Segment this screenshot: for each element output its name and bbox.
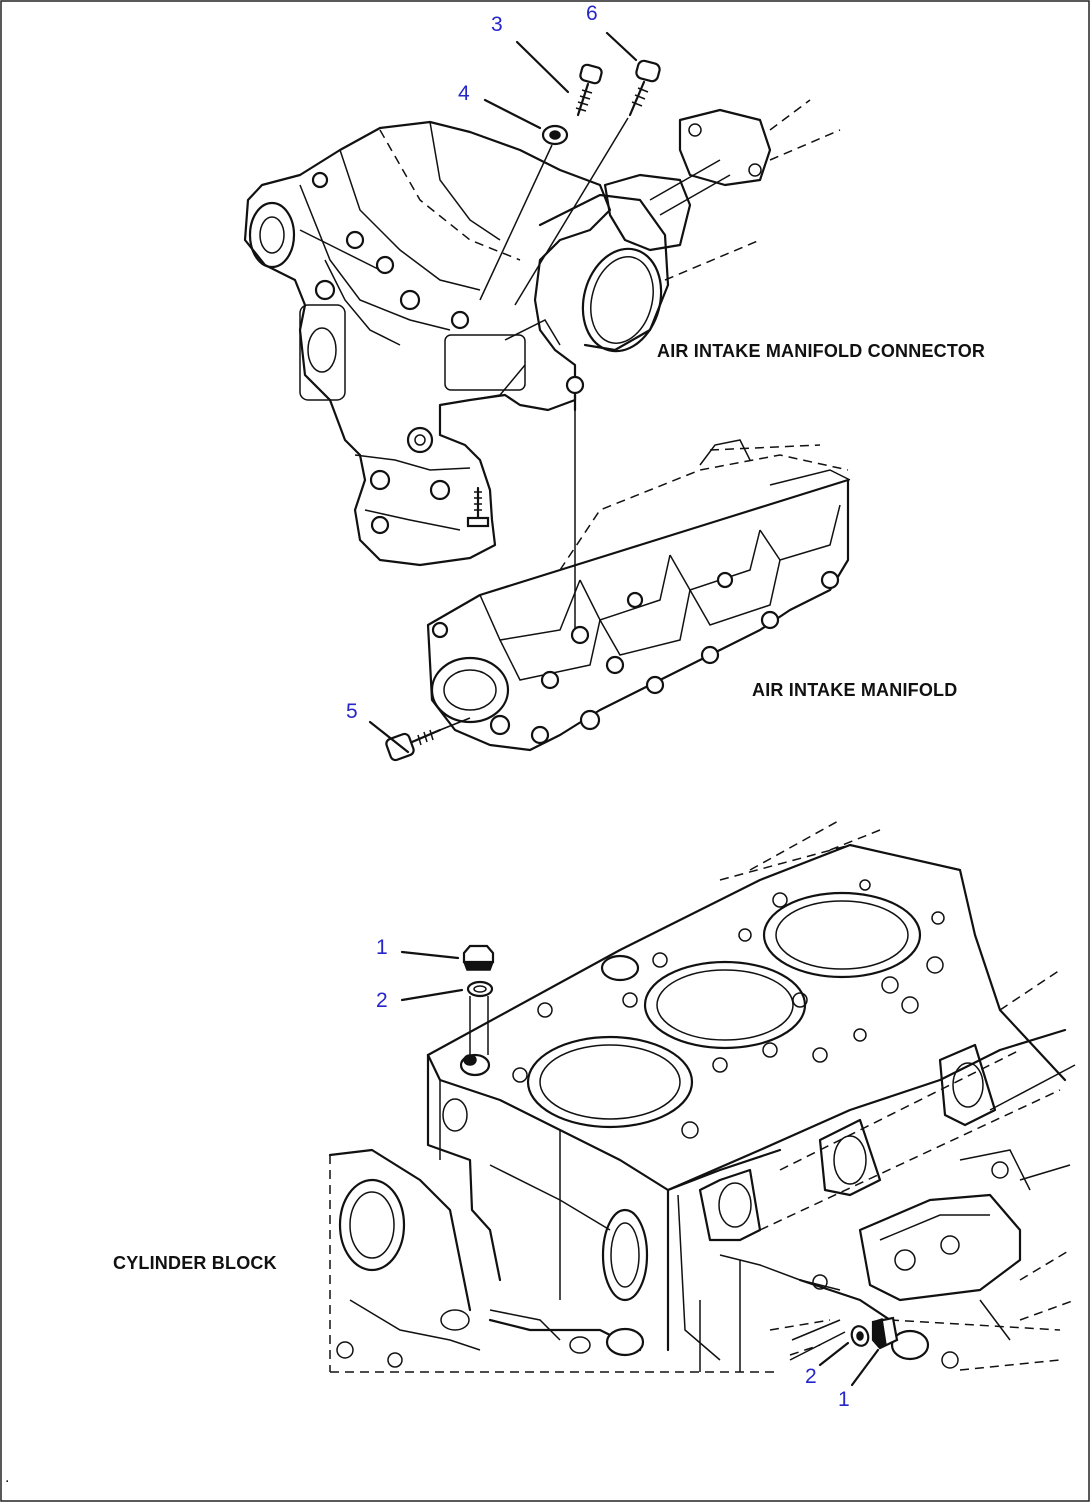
bolt-6-drawing — [628, 59, 661, 117]
washer-4-drawing — [541, 124, 569, 146]
plug-1-top-drawing — [462, 944, 495, 971]
part-number-2-top: 2 — [376, 989, 388, 1012]
bolt-3-drawing — [575, 63, 603, 117]
part-number-5: 5 — [346, 700, 358, 723]
air-intake-manifold-connector-drawing — [243, 99, 841, 630]
part-number-1-bottom: 1 — [838, 1388, 850, 1411]
air-intake-manifold-drawing — [426, 439, 851, 752]
washer-2-bottom-drawing — [850, 1325, 870, 1347]
footer-dot-mark: . — [5, 1469, 10, 1486]
leader-6 — [605, 31, 638, 62]
leader-5 — [368, 720, 410, 754]
air-intake-manifold-label: AIR INTAKE MANIFOLD — [752, 680, 958, 700]
leader-1-top — [400, 950, 460, 960]
leader-2-bottom — [818, 1341, 850, 1367]
cylinder-block-label: CYLINDER BLOCK — [113, 1253, 277, 1273]
washer-2-top-drawing — [466, 980, 494, 998]
leader-2-top — [400, 988, 464, 1002]
assembly-line-bottom-plug — [791, 1319, 841, 1341]
part-number-6: 6 — [586, 2, 598, 25]
plug-1-bottom-drawing — [871, 1316, 899, 1350]
leader-3 — [515, 40, 570, 94]
part-number-4: 4 — [458, 82, 470, 105]
air-intake-manifold-connector-label: AIR INTAKE MANIFOLD CONNECTOR — [657, 341, 986, 361]
cylinder-block-drawing — [328, 819, 1076, 1373]
leader-1-bottom — [850, 1348, 880, 1387]
bolt-5-drawing — [385, 717, 471, 762]
part-number-3: 3 — [491, 13, 503, 36]
part-number-2-bottom: 2 — [805, 1365, 817, 1388]
leader-4 — [483, 98, 542, 130]
part-number-1-top: 1 — [376, 936, 388, 959]
